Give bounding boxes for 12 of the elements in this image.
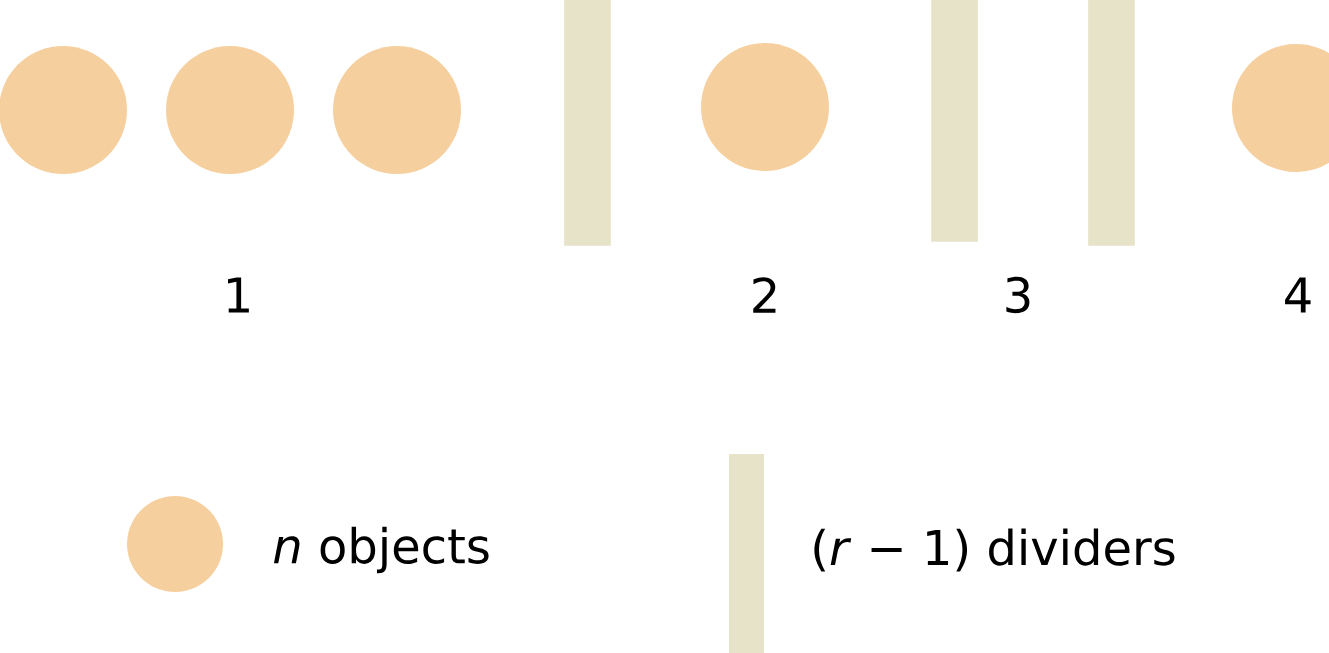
group-number: 2 bbox=[753, 277, 776, 313]
divider-bar bbox=[1088, 0, 1135, 246]
group-number: 1 bbox=[228, 277, 249, 313]
circle bbox=[166, 46, 294, 174]
circle bbox=[701, 43, 829, 171]
circle bbox=[333, 46, 461, 174]
group-number: 3 bbox=[1006, 276, 1030, 314]
divider-bar bbox=[931, 0, 978, 242]
legend-text: (r − 1) dividers bbox=[814, 528, 1175, 572]
group-number: 4 bbox=[1285, 277, 1311, 313]
divider-bar bbox=[564, 0, 611, 246]
legend-text: n objects bbox=[273, 526, 489, 574]
